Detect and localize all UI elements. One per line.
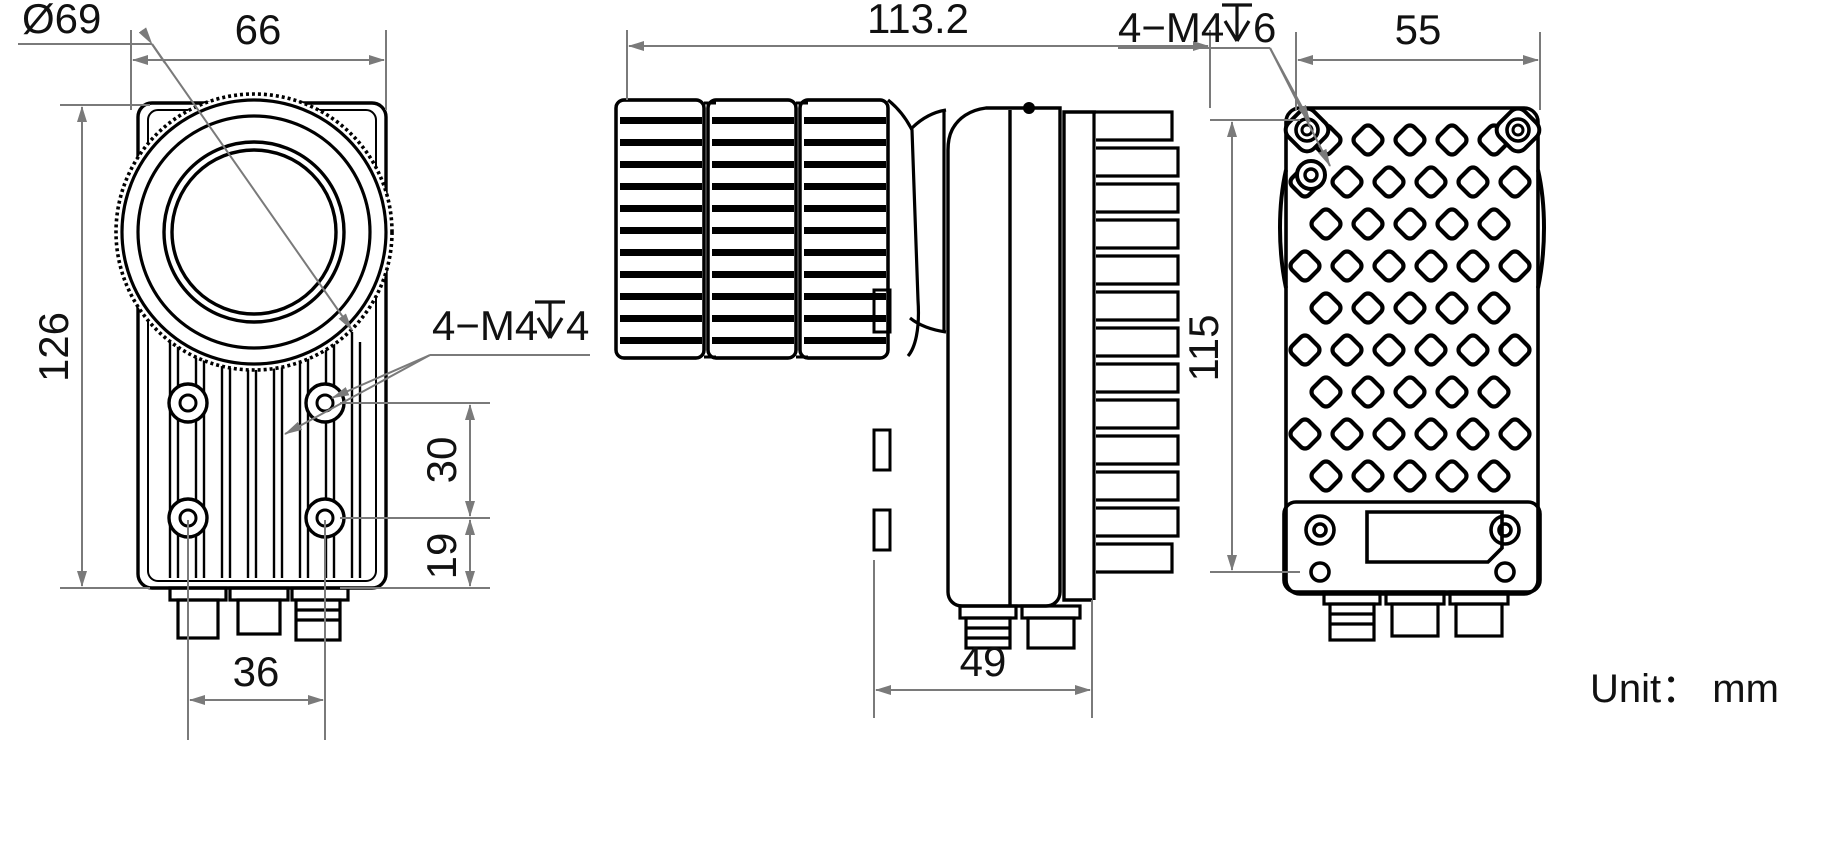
side-heatsink-fins	[1092, 110, 1180, 600]
dim-label-lens-diameter: Ø69	[22, 0, 101, 42]
side-lens-shroud	[886, 98, 947, 358]
rear-bottom-connectors	[1322, 590, 1510, 642]
rear-body-outline	[1284, 106, 1540, 596]
dim-label-rear-width: 55	[1395, 6, 1442, 53]
dim-label-side-length: 113.2	[867, 0, 969, 42]
dim-label-pitch-36: 36	[233, 648, 280, 695]
dim-front-height	[60, 104, 150, 589]
dim-side-depth	[873, 560, 1093, 718]
dim-side-length	[626, 30, 1211, 108]
dim-front-pitch-19	[340, 519, 490, 589]
side-lens-knurl-bands	[614, 98, 890, 360]
lens-inner-circle	[170, 148, 338, 316]
dim-front-pitch-36	[187, 520, 326, 740]
lens-outer-circle	[136, 114, 372, 350]
side-bottom-connectors	[958, 604, 1082, 650]
rear-lens-silhouette	[1278, 169, 1546, 289]
knurl-band-3	[798, 98, 890, 360]
dim-rear-height	[1210, 119, 1300, 573]
knurl-band-links	[704, 101, 808, 359]
front-lens-assembly	[114, 92, 394, 372]
dim-label-pitch-19: 19	[418, 533, 465, 580]
knurl-band-2	[706, 98, 798, 360]
dim-lens-diameter-leader	[18, 27, 353, 331]
side-view: 113.2 49	[614, 0, 1211, 718]
unit-note: Unit： mm	[1590, 667, 1779, 711]
dim-front-pitch-30	[340, 402, 490, 519]
rear-thread-prefix-label: 4−M4	[1118, 4, 1224, 51]
dim-label-rear-height: 115	[1180, 315, 1227, 382]
front-bottom-connectors	[168, 586, 350, 642]
side-body-ports	[872, 288, 892, 552]
rear-view: 55 115 4−M4 6	[1118, 3, 1546, 642]
dim-label-side-depth: 49	[960, 638, 1007, 685]
callout-rear-thread	[1118, 47, 1331, 167]
depth-symbol-front-icon	[535, 300, 565, 339]
dim-label-pitch-30: 30	[418, 437, 465, 484]
dim-label-front-width: 66	[235, 6, 282, 53]
rear-vent-pattern	[1288, 123, 1532, 493]
dim-label-front-height: 126	[30, 312, 77, 382]
knurl-band-1	[614, 98, 706, 360]
depth-symbol-rear-icon	[1222, 3, 1252, 42]
front-thread-prefix-label: 4−M4	[432, 302, 538, 349]
rear-connector-panel	[1282, 500, 1542, 594]
front-view: 66 126 Ø69 4−M4	[18, 0, 590, 740]
callout-front-thread-text: 4−M4 4	[432, 300, 589, 349]
callout-front-thread	[284, 354, 590, 435]
callout-rear-thread-text: 4−M4 6	[1118, 3, 1276, 51]
front-thread-depth-label: 4	[566, 302, 589, 349]
lens-mid-circle	[162, 140, 346, 324]
rear-thread-depth-label: 6	[1253, 4, 1276, 51]
